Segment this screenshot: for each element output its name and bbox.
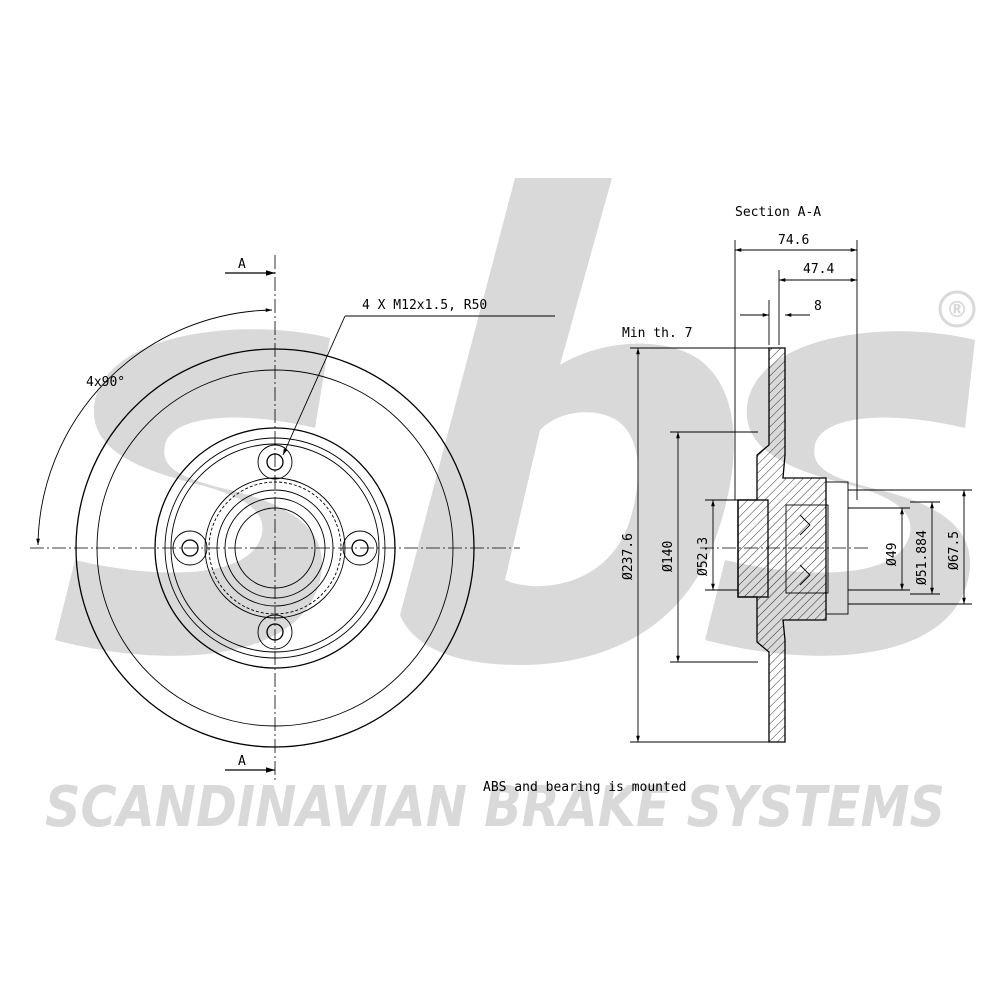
svg-text:8: 8: [814, 299, 822, 314]
center-bore: [234, 507, 316, 589]
section-view: Section A-A 74.6 47.4 8 Min th. 7: [621, 205, 972, 743]
registered-mark-ring: [938, 290, 976, 328]
logo-letter-s2: [705, 331, 975, 656]
bolt-angle-label: 4x90°: [86, 375, 125, 390]
section-title: Section A-A: [735, 205, 821, 220]
bolt-hole-bottom: [257, 614, 293, 650]
dim-bearing-inner: Ø49: [848, 507, 910, 591]
logo-letter-b: [400, 178, 734, 665]
dim-disc-thickness: 8: [740, 299, 822, 345]
hat-step: [164, 437, 386, 659]
svg-text:Ø52.3: Ø52.3: [696, 537, 711, 576]
hat-inner-edge: [170, 443, 380, 653]
svg-text:A: A: [238, 754, 246, 769]
dim-outer-diameter: Ø237.6: [621, 347, 770, 743]
friction-ring-edge: [96, 369, 454, 727]
section-marker-bottom: A: [225, 754, 275, 773]
svg-text:Ø51.884: Ø51.884: [915, 530, 930, 585]
disc-outer-edge: [75, 348, 475, 748]
dim-hat-diameter: Ø140: [661, 431, 758, 663]
bolt-hole-right: [342, 530, 378, 566]
svg-text:74.6: 74.6: [778, 233, 809, 248]
dim-center-bore: Ø52.3: [696, 499, 738, 591]
abs-ring-teeth: [208, 481, 342, 615]
svg-text:Ø140: Ø140: [661, 541, 676, 572]
dim-bearing-seat: Ø51.884: [910, 501, 940, 595]
hat-outer-edge: [154, 427, 396, 669]
bearing-outer: [216, 489, 334, 607]
thread-callout: 4 X M12x1.5, R50: [282, 298, 555, 456]
thread-callout-label: 4 X M12x1.5, R50: [362, 298, 487, 313]
front-view: A A 4x90° 4 X M12x1.5, R50: [30, 255, 555, 780]
dim-overall-width: 74.6: [734, 233, 858, 500]
section-marker-top: A: [225, 257, 275, 276]
bearing-rollers: [799, 514, 811, 586]
bore-cutout: [737, 499, 769, 598]
brand-footer-text: SCANDINAVIAN BRAKE SYSTEMS: [45, 775, 945, 840]
dim-hub-width: 47.4: [778, 262, 857, 345]
abs-ring-outer: [204, 477, 346, 619]
bearing-bore: [785, 504, 829, 594]
dim-bearing-outer: Ø67.5: [848, 489, 972, 605]
min-thickness-label: Min th. 7: [622, 326, 692, 341]
svg-text:Ø67.5: Ø67.5: [947, 531, 962, 570]
registered-mark: ®: [946, 298, 968, 323]
bolt-angle-dimension: 4x90°: [36, 308, 273, 546]
abs-tone-ring: [825, 481, 849, 615]
svg-text:Ø237.6: Ø237.6: [621, 533, 636, 580]
assembly-note: ABS and bearing is mounted: [483, 780, 687, 795]
bearing-inner-race: [224, 497, 326, 599]
svg-text:47.4: 47.4: [803, 262, 834, 277]
svg-text:Ø49: Ø49: [885, 543, 900, 566]
sbs-logo-watermark: ® SCANDINAVIAN BRAKE SYSTEMS: [45, 178, 976, 840]
svg-text:A: A: [238, 257, 246, 272]
